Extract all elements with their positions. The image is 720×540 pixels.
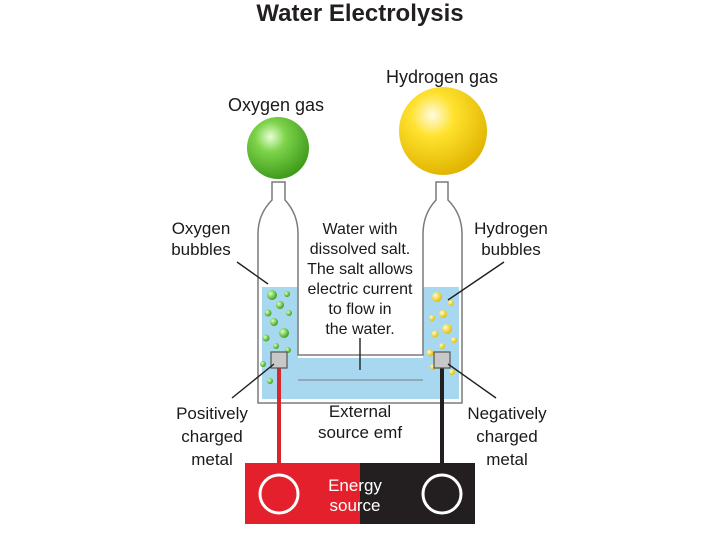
water-salt-note: Water with dissolved salt. The salt allo…: [307, 221, 413, 338]
positive-wire: [277, 368, 281, 480]
negative-metal-label: Negatively charged metal: [467, 404, 547, 469]
water: [262, 287, 459, 399]
negative-wire: [440, 368, 444, 480]
oxygen-bubbles-label: Oxygen bubbles: [171, 219, 231, 259]
leader-lines: [231, 261, 505, 399]
diagram-title: Water Electrolysis: [256, 0, 464, 27]
u-tube-vessel: [257, 181, 463, 404]
negative-electrode: [433, 351, 451, 369]
hydrogen-bubbles-label: Hydrogen bubbles: [474, 219, 548, 259]
negative-terminal: [421, 473, 463, 515]
positive-metal-label: Positively charged metal: [176, 404, 248, 469]
oxygen-bubbles: [260, 290, 292, 384]
hydrogen-gas-balloon: [399, 87, 487, 175]
positive-terminal: [258, 473, 300, 515]
oxygen-gas-balloon: [247, 117, 309, 179]
external-source-label: External source emf: [317, 402, 403, 442]
energy-source-positive-half: [245, 463, 360, 524]
energy-source-label: Energy source: [328, 476, 382, 515]
hydrogen-gas-label: Hydrogen gas: [385, 67, 499, 87]
oxygen-gas-label: Oxygen gas: [227, 95, 325, 115]
energy-source-negative-half: [360, 463, 475, 524]
positive-electrode: [270, 351, 288, 369]
